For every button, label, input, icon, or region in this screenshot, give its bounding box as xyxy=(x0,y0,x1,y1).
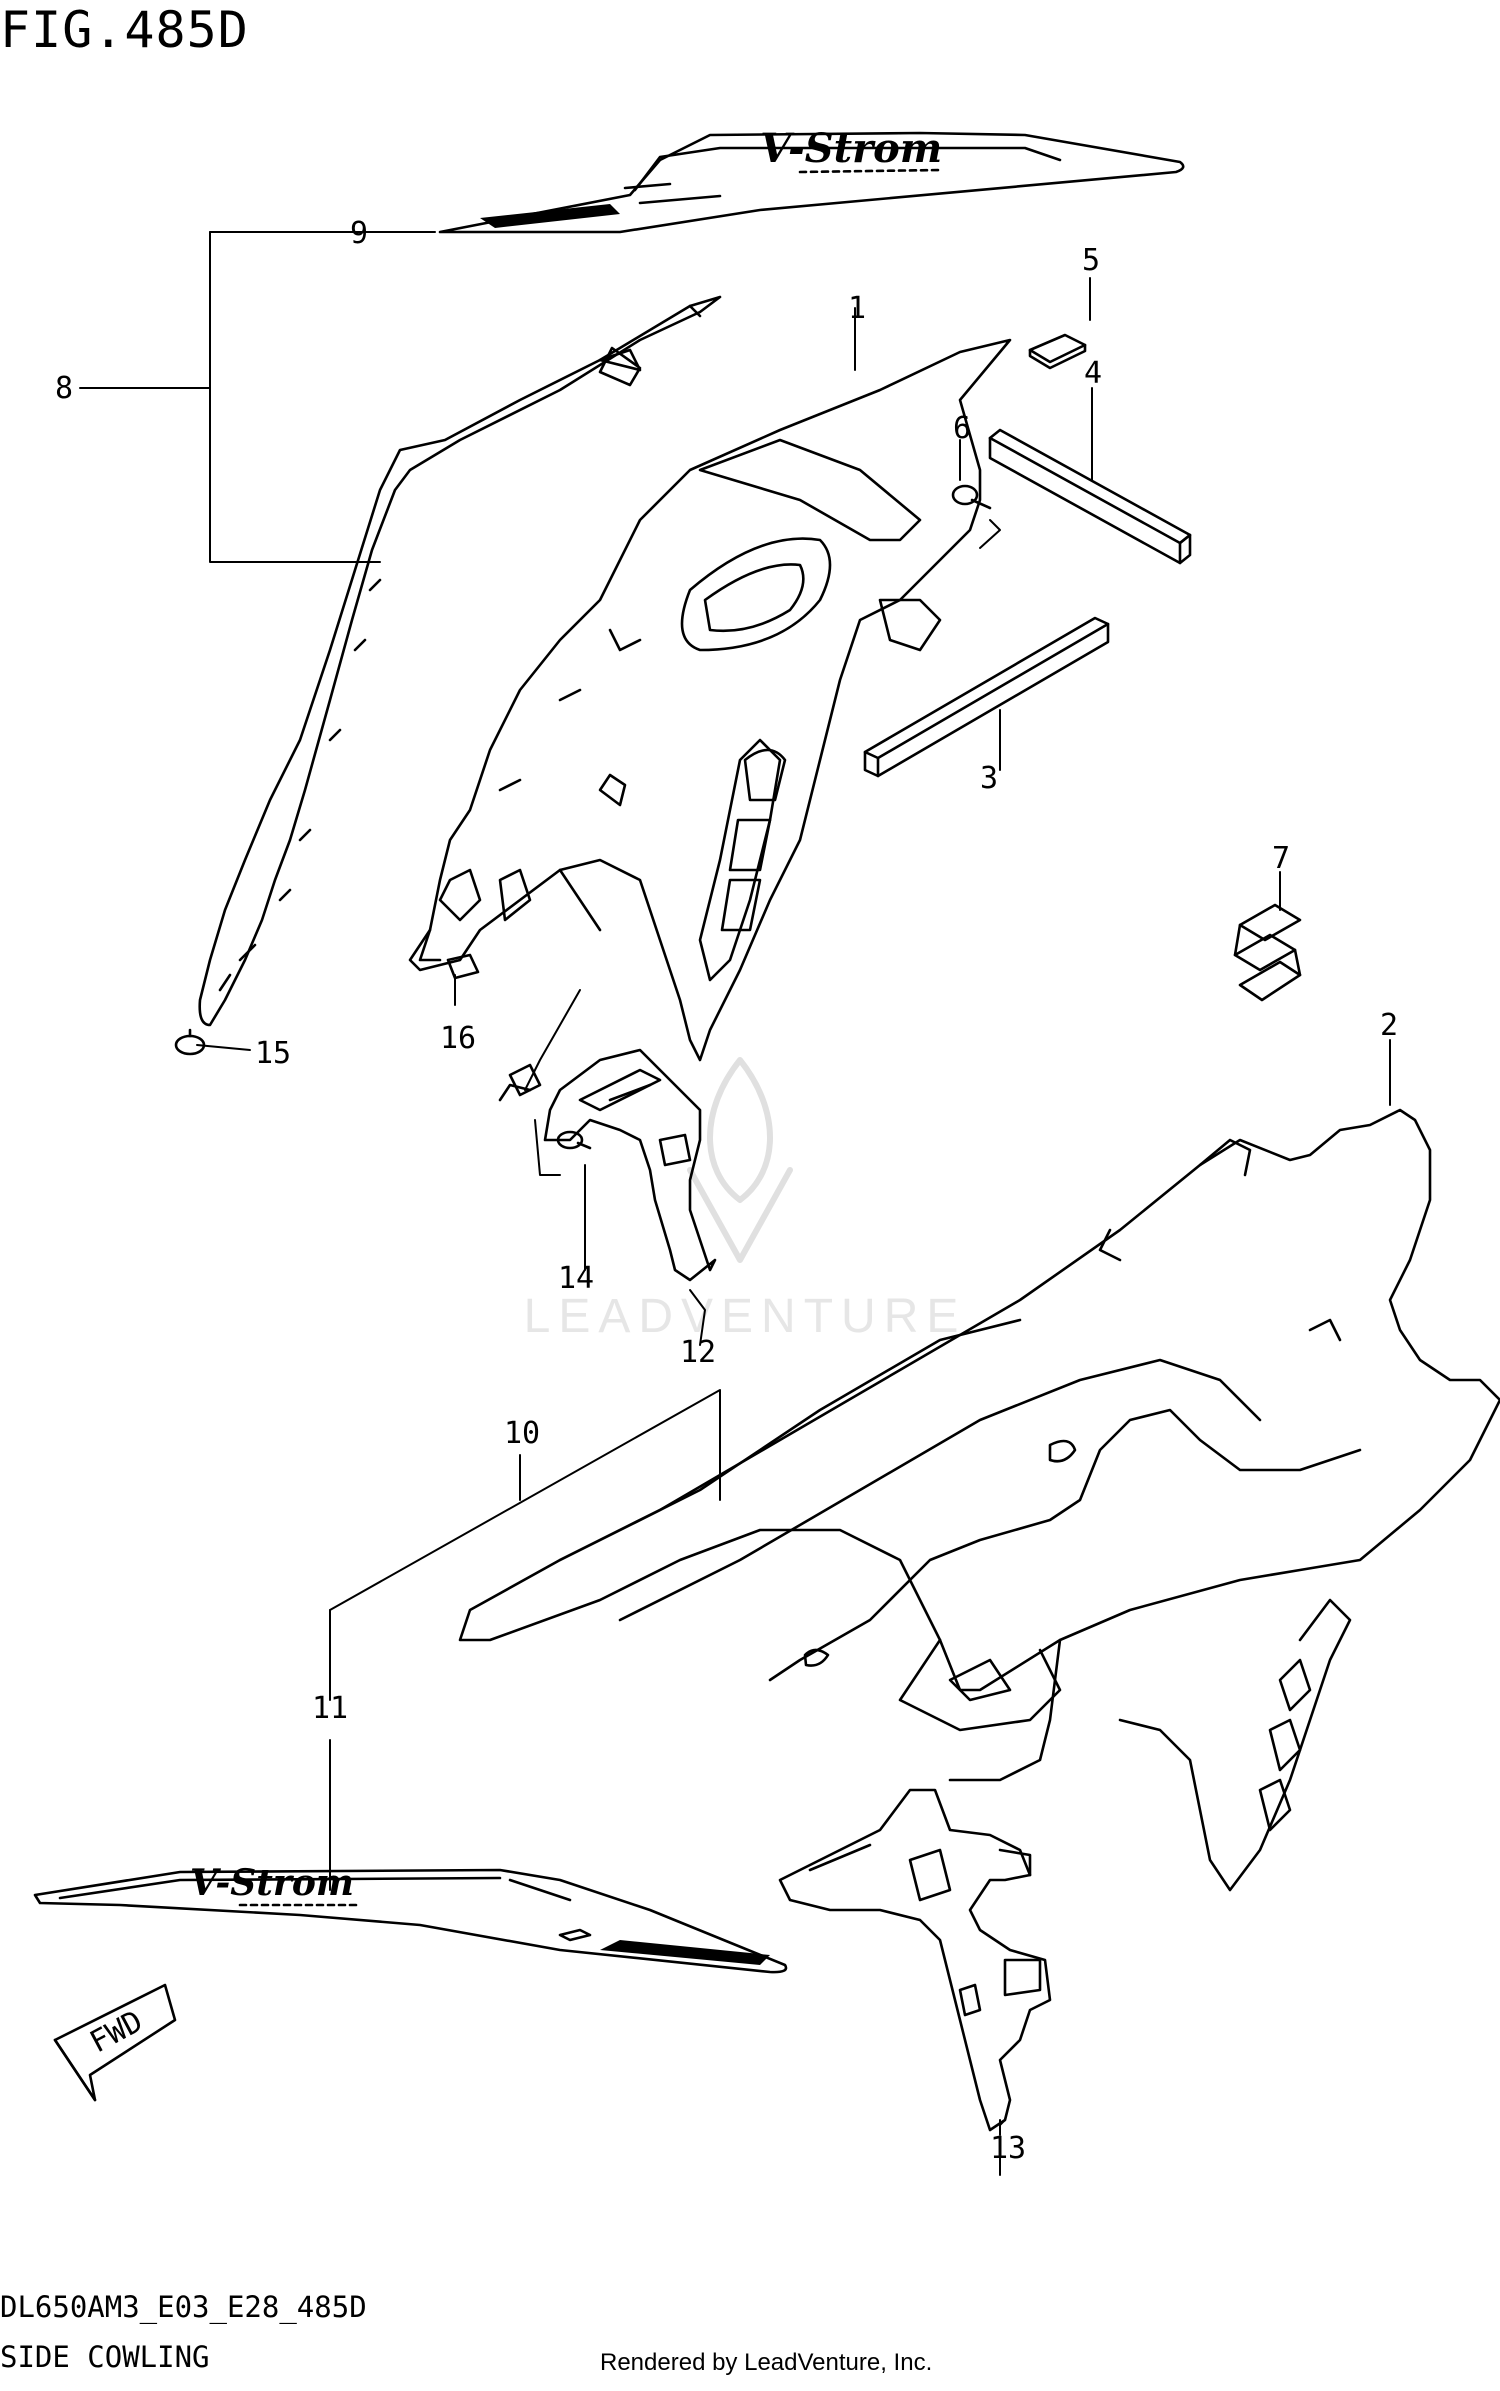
part-15-screw xyxy=(174,1028,206,1056)
part-8-trim-strip xyxy=(198,295,722,1027)
callout-6: 6 xyxy=(953,411,971,446)
part-6-screw xyxy=(951,484,992,510)
callout-13: 13 xyxy=(990,2131,1026,2166)
part-2-side-cowling xyxy=(458,1108,1500,1892)
callout-3: 3 xyxy=(980,761,998,796)
part-7-emblem xyxy=(1233,903,1302,1002)
part-16-clip xyxy=(446,953,480,980)
part-9-decal-upper: V-Strom xyxy=(438,125,1185,234)
leader-lines xyxy=(79,231,1391,2176)
figure-title: FIG.485D xyxy=(0,1,249,59)
part-5-pad xyxy=(1028,333,1087,370)
fwd-arrow xyxy=(53,1983,177,2102)
callout-9: 9 xyxy=(350,216,368,251)
part-4-foam-strip xyxy=(988,428,1192,565)
callout-7: 7 xyxy=(1272,841,1290,876)
part-13-bracket xyxy=(778,1788,1052,2132)
callout-4: 4 xyxy=(1084,356,1102,391)
watermark-logo xyxy=(687,1057,793,1263)
callout-16: 16 xyxy=(440,1021,476,1056)
callout-14: 14 xyxy=(558,1261,594,1296)
part-3-foam-strip xyxy=(863,616,1110,778)
callout-8: 8 xyxy=(55,371,73,406)
decal-logo-upper: V-Strom xyxy=(760,125,942,172)
part-12-bracket xyxy=(498,1048,717,1282)
callout-1: 1 xyxy=(848,291,866,326)
callout-15: 15 xyxy=(255,1036,291,1071)
fwd-label: FWD xyxy=(84,2004,148,2060)
model-code: DL650AM3_E03_E28_485D xyxy=(0,2290,367,2324)
callout-10: 10 xyxy=(504,1416,540,1451)
callout-12: 12 xyxy=(680,1335,716,1370)
watermark-text: LEADVENTURE xyxy=(524,1290,967,1343)
part-11-decal-lower: V-Strom xyxy=(33,1862,788,1974)
callout-11: 11 xyxy=(312,1691,348,1726)
render-credit: Rendered by LeadVenture, Inc. xyxy=(600,2349,933,2376)
decal-logo-lower: V-Strom xyxy=(190,1862,354,1904)
callout-5: 5 xyxy=(1082,243,1100,278)
part-14-screw xyxy=(556,1130,592,1150)
part-1-inner-cowling xyxy=(408,338,1012,1062)
callout-2: 2 xyxy=(1380,1008,1398,1043)
section-name: SIDE COWLING xyxy=(0,2340,210,2374)
